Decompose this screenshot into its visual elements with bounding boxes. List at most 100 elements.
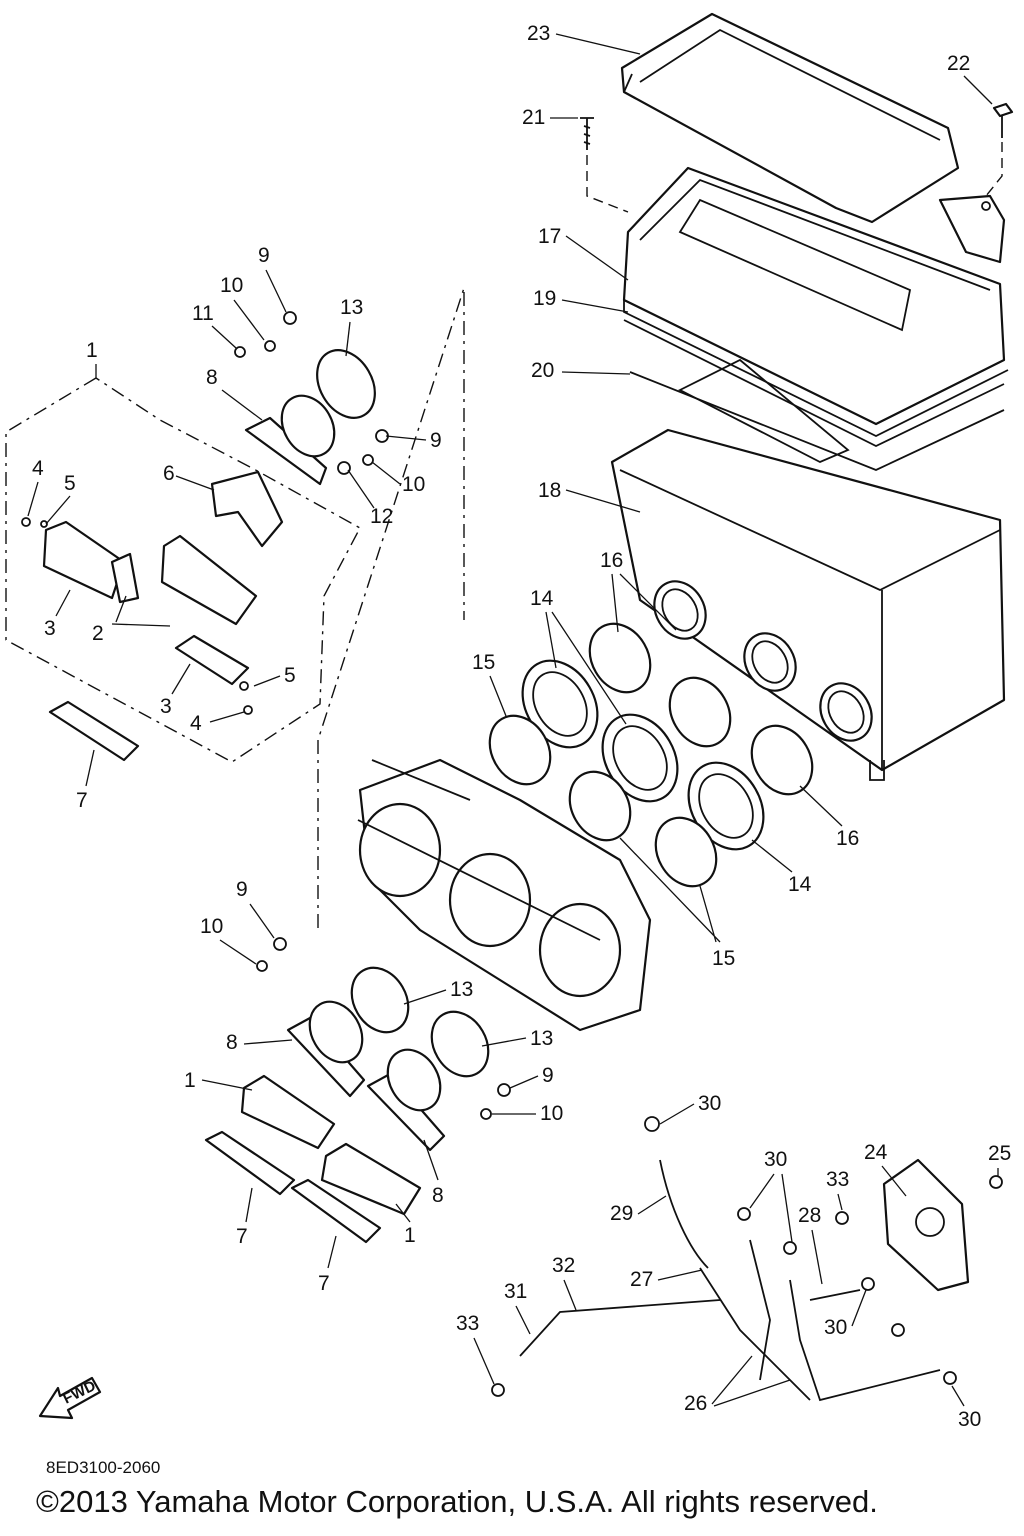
callout-13-low-b: 13	[481, 1027, 553, 1050]
assembly-boundary-reed	[5, 377, 361, 763]
intake-boot-14	[521, 659, 765, 851]
svg-text:5: 5	[284, 664, 296, 687]
svg-text:18: 18	[538, 479, 561, 502]
svg-text:10: 10	[540, 1102, 563, 1125]
svg-text:23: 23	[527, 22, 550, 45]
svg-text:21: 21	[522, 106, 545, 129]
svg-text:13: 13	[530, 1027, 553, 1050]
gasket-7-top	[48, 700, 140, 762]
callout-1-low-a: 1	[184, 1069, 253, 1092]
callout-5-bottom: 5	[253, 664, 296, 687]
svg-text:15: 15	[472, 651, 495, 674]
reed-valve-assembly-1-lower	[240, 1074, 422, 1216]
clamp-13-lower	[350, 966, 490, 1078]
callout-4-top: 4	[27, 457, 44, 517]
svg-text:16: 16	[600, 549, 623, 572]
svg-text:4: 4	[190, 712, 202, 735]
svg-text:30: 30	[824, 1316, 847, 1339]
callout-14-right: 14	[751, 839, 812, 896]
callout-13-low-a: 13	[403, 978, 473, 1005]
svg-text:10: 10	[402, 473, 425, 496]
svg-text:27: 27	[630, 1268, 653, 1291]
hose-clamp-16	[588, 622, 814, 796]
callout-33-a: 33	[826, 1168, 849, 1211]
callout-14-top: 14	[530, 587, 627, 725]
callout-10-top: 10	[220, 274, 265, 341]
svg-text:1: 1	[404, 1224, 416, 1247]
diagram-code: 8ED3100-2060	[46, 1458, 161, 1477]
callout-32: 32	[552, 1254, 577, 1311]
air-box-gasket	[623, 319, 1005, 471]
svg-text:25: 25	[988, 1142, 1011, 1165]
svg-text:30: 30	[764, 1148, 787, 1171]
air-filter-cover	[620, 12, 960, 224]
callout-30-c: 30	[824, 1289, 867, 1339]
callout-8-low-a: 8	[226, 1031, 293, 1054]
svg-text:1: 1	[184, 1069, 196, 1092]
fuel-hoses	[519, 1159, 941, 1402]
callout-10-low: 10	[200, 915, 257, 965]
air-box-joint-16-top	[653, 580, 707, 640]
assembly-boundary-carb	[317, 287, 465, 928]
svg-text:13: 13	[450, 978, 473, 1001]
callout-2: 2	[92, 595, 171, 645]
svg-text:14: 14	[788, 873, 812, 896]
svg-text:9: 9	[236, 878, 248, 901]
hose-clamp-15	[488, 714, 718, 888]
callout-29: 29	[610, 1195, 667, 1225]
intake-manifold-8-top	[244, 394, 336, 486]
callout-24: 24	[864, 1141, 907, 1197]
reed-valve-assembly-1-top	[42, 520, 258, 686]
svg-text:11: 11	[192, 302, 214, 325]
svg-text:7: 7	[76, 789, 88, 812]
callout-4-bottom: 4	[190, 711, 245, 735]
fwd-arrow-icon: FWD	[38, 1376, 102, 1420]
air-box-bracket	[938, 194, 1006, 264]
svg-text:24: 24	[864, 1141, 888, 1164]
air-box-joint-16-mid	[743, 632, 797, 692]
callout-31: 31	[504, 1280, 531, 1335]
callout-28: 28	[798, 1204, 823, 1285]
air-box-joint-16-low	[819, 682, 873, 742]
air-box-case-upper	[622, 166, 1009, 438]
callout-27: 27	[630, 1268, 703, 1291]
callout-7-low-a: 7	[236, 1187, 253, 1248]
callout-30-d: 30	[951, 1385, 981, 1431]
callout-5-top: 5	[45, 472, 76, 525]
callout-11: 11	[192, 302, 237, 349]
callout-10-mid: 10	[371, 461, 425, 496]
hose-clips-30-33	[491, 1116, 1003, 1397]
small-fasteners-top	[21, 311, 389, 715]
svg-text:2: 2	[92, 622, 104, 645]
callout-10-lower: 10	[492, 1102, 563, 1125]
svg-text:13: 13	[340, 296, 363, 319]
clamp-13-top	[316, 349, 376, 419]
callout-16-top: 16	[600, 549, 677, 633]
air-box-case-lower	[610, 358, 1006, 781]
svg-text:33: 33	[456, 1312, 479, 1335]
callout-3-left: 3	[44, 589, 71, 640]
fuel-pump-24	[882, 1158, 970, 1292]
callout-9-mid: 9	[385, 429, 442, 452]
callout-25: 25	[988, 1142, 1011, 1176]
svg-text:3: 3	[160, 695, 172, 718]
svg-text:33: 33	[826, 1168, 849, 1191]
callout-1-low-b: 1	[395, 1203, 416, 1247]
svg-text:6: 6	[163, 462, 175, 485]
callout-19: 19	[533, 287, 629, 313]
svg-text:15: 15	[712, 947, 735, 970]
svg-text:1: 1	[86, 339, 98, 362]
callout-20: 20	[531, 359, 631, 382]
intake-manifold-8-lower-a	[286, 1000, 366, 1098]
callout-15-bottom: 15	[619, 837, 735, 970]
screw-21	[580, 117, 629, 213]
svg-text:31: 31	[504, 1280, 527, 1303]
callout-18: 18	[538, 479, 641, 513]
gasket-7-lower	[204, 1130, 382, 1244]
callout-23: 23	[527, 22, 641, 55]
svg-text:8: 8	[432, 1184, 444, 1207]
callout-8-low-b: 8	[423, 1139, 444, 1207]
callout-9-top: 9	[258, 244, 287, 313]
callout-21: 21	[522, 106, 578, 129]
